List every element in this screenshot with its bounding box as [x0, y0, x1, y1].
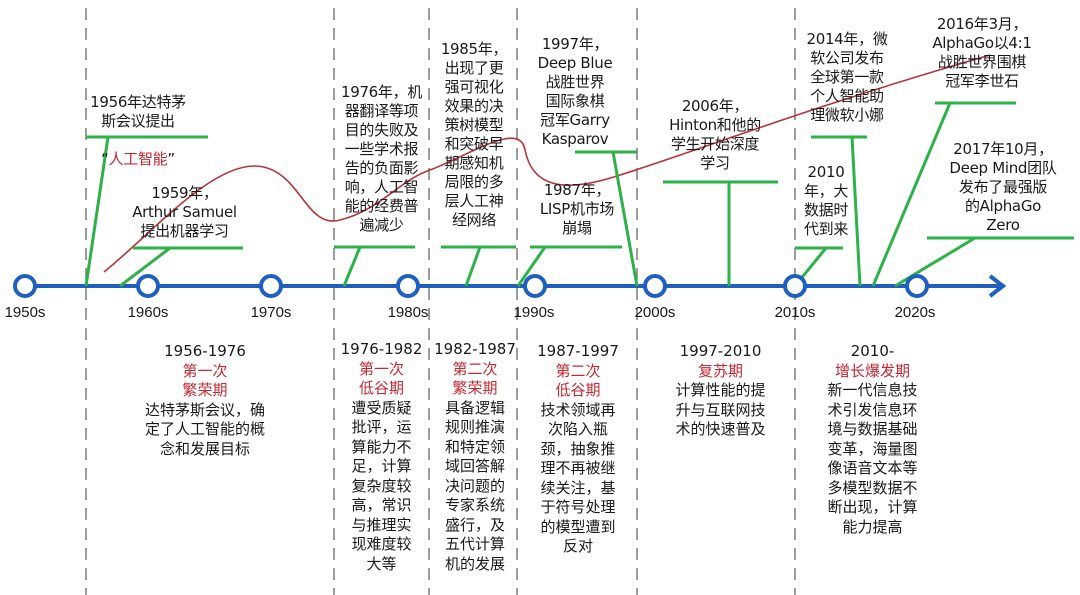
period-second-boom: 1982-1987 第二次 繁荣期 具备逻辑 规则推演 和特定领 域回答解 决问… — [431, 340, 519, 574]
event-2014: 2014年，微 软公司发布 全球第一款 个人智能助 理微软小娜 — [806, 30, 888, 124]
marker-1950s — [13, 274, 37, 298]
event-2010: 2010 年，大 数据时 代到来 — [803, 163, 849, 238]
event-text: 1956年达特茅 斯会议提出 — [90, 93, 186, 130]
period-desc: 具备逻辑 规则推演 和特定领 域回答解 决问题的 专家系统 盛行，及 五代计算 … — [444, 398, 505, 573]
marker-1960s — [136, 274, 160, 298]
event-2017: 2017年10月， Deep Mind团队 发布了最强版 的AlphaGo Ze… — [949, 140, 1057, 234]
decade-label: 1990s — [513, 304, 555, 321]
event-2006: 2006年， Hinton和他的 学生开始深度 学习 — [669, 97, 761, 172]
period-name: 第一次 低谷期 — [358, 359, 404, 398]
decade-label: 1960s — [127, 304, 169, 321]
marker-1970s — [259, 274, 283, 298]
axis-arrow-icon — [988, 274, 1007, 298]
period-second-winter: 1987-1997 第二次 低谷期 技术领域再 次陷入瓶 颈，抽象推 理不再被继… — [526, 342, 630, 557]
period-years: 1956-1976 — [164, 342, 246, 360]
decade-markers — [13, 274, 929, 298]
event-1959: 1959年， Arthur Samuel 提出机器学习 — [132, 184, 237, 240]
period-name: 第一次 繁荣期 — [182, 361, 228, 400]
period-name: 第二次 繁荣期 — [452, 359, 498, 398]
period-name: 第二次 低谷期 — [555, 361, 601, 400]
period-desc: 技术领域再 次陷入瓶 颈，抽象推 理不再被继 续关注，基 于符号处理 的模型遭到… — [540, 400, 616, 556]
marker-1990s — [523, 274, 547, 298]
decade-label: 1950s — [4, 304, 46, 321]
decade-label: 2000s — [634, 304, 676, 321]
event-1976: 1976年，机 器翻译等项 目的失败及 一些学术报 告的负面影 响，人工智 能的… — [340, 83, 423, 234]
period-first-winter: 1976-1982 第一次 低谷期 遭受质疑 批评，运 算能力不 足，计算 复杂… — [334, 340, 429, 574]
trend-curve — [103, 54, 991, 273]
period-years: 2010- — [850, 342, 895, 360]
event-1987: 1987年， LISP机市场 崩塌 — [539, 181, 615, 237]
event-1956: 1956年达特茅 斯会议提出 “人工智能” — [90, 93, 186, 168]
period-years: 1997-2010 — [679, 342, 762, 360]
period-desc: 计算性能的提 升与互联网技 术的快速普及 — [675, 381, 766, 438]
period-years: 1976-1982 — [340, 340, 423, 358]
period-explosive-growth: 2010- 增长爆发期 新一代信息技 术引发信息环 境与数据基础 变革，海量图 … — [810, 342, 935, 537]
decade-label: 1980s — [387, 304, 429, 321]
period-recovery: 1997-2010 复苏期 计算性能的提 升与互联网技 术的快速普及 — [658, 342, 783, 440]
period-desc: 达特茅斯会议，确 定了人工智能的概 念和发展目标 — [144, 400, 265, 458]
decade-label: 1970s — [250, 304, 292, 321]
event-1985: 1985年， 出现了更 强可视化 效果的决 策树模型 和突破早 期感知机 局限的… — [440, 40, 508, 229]
marker-1980s — [396, 274, 420, 298]
marker-2010s — [783, 274, 807, 298]
period-years: 1982-1987 — [434, 340, 516, 358]
decade-label: 2010s — [774, 304, 816, 321]
marker-2000s — [643, 274, 667, 298]
period-name: 增长爆发期 — [834, 361, 910, 380]
period-name: 复苏期 — [697, 361, 743, 380]
event-1997: 1997年， Deep Blue 战胜世界 国际象棋 冠军Garry Kaspa… — [537, 35, 613, 148]
highlight-ai-term: 人工智能 — [108, 150, 168, 168]
event-2016: 2016年3月， AlphaGo以4:1 战胜世界围棋 冠军李世石 — [932, 15, 1032, 90]
period-dividers — [85, 8, 796, 595]
period-years: 1987-1997 — [537, 342, 619, 360]
period-desc: 遭受质疑 批评，运 算能力不 足，计算 复杂度较 高，常识 与推理实 现难度较 … — [351, 398, 412, 573]
period-first-boom: 1956-1976 第一次 繁荣期 达特茅斯会议，确 定了人工智能的概 念和发展… — [120, 342, 290, 459]
period-desc: 新一代信息技 术引发信息环 境与数据基础 变革，海量图 像语音文本等 多模型数据… — [827, 381, 918, 536]
decade-label: 2020s — [894, 304, 936, 321]
marker-2020s — [905, 274, 929, 298]
